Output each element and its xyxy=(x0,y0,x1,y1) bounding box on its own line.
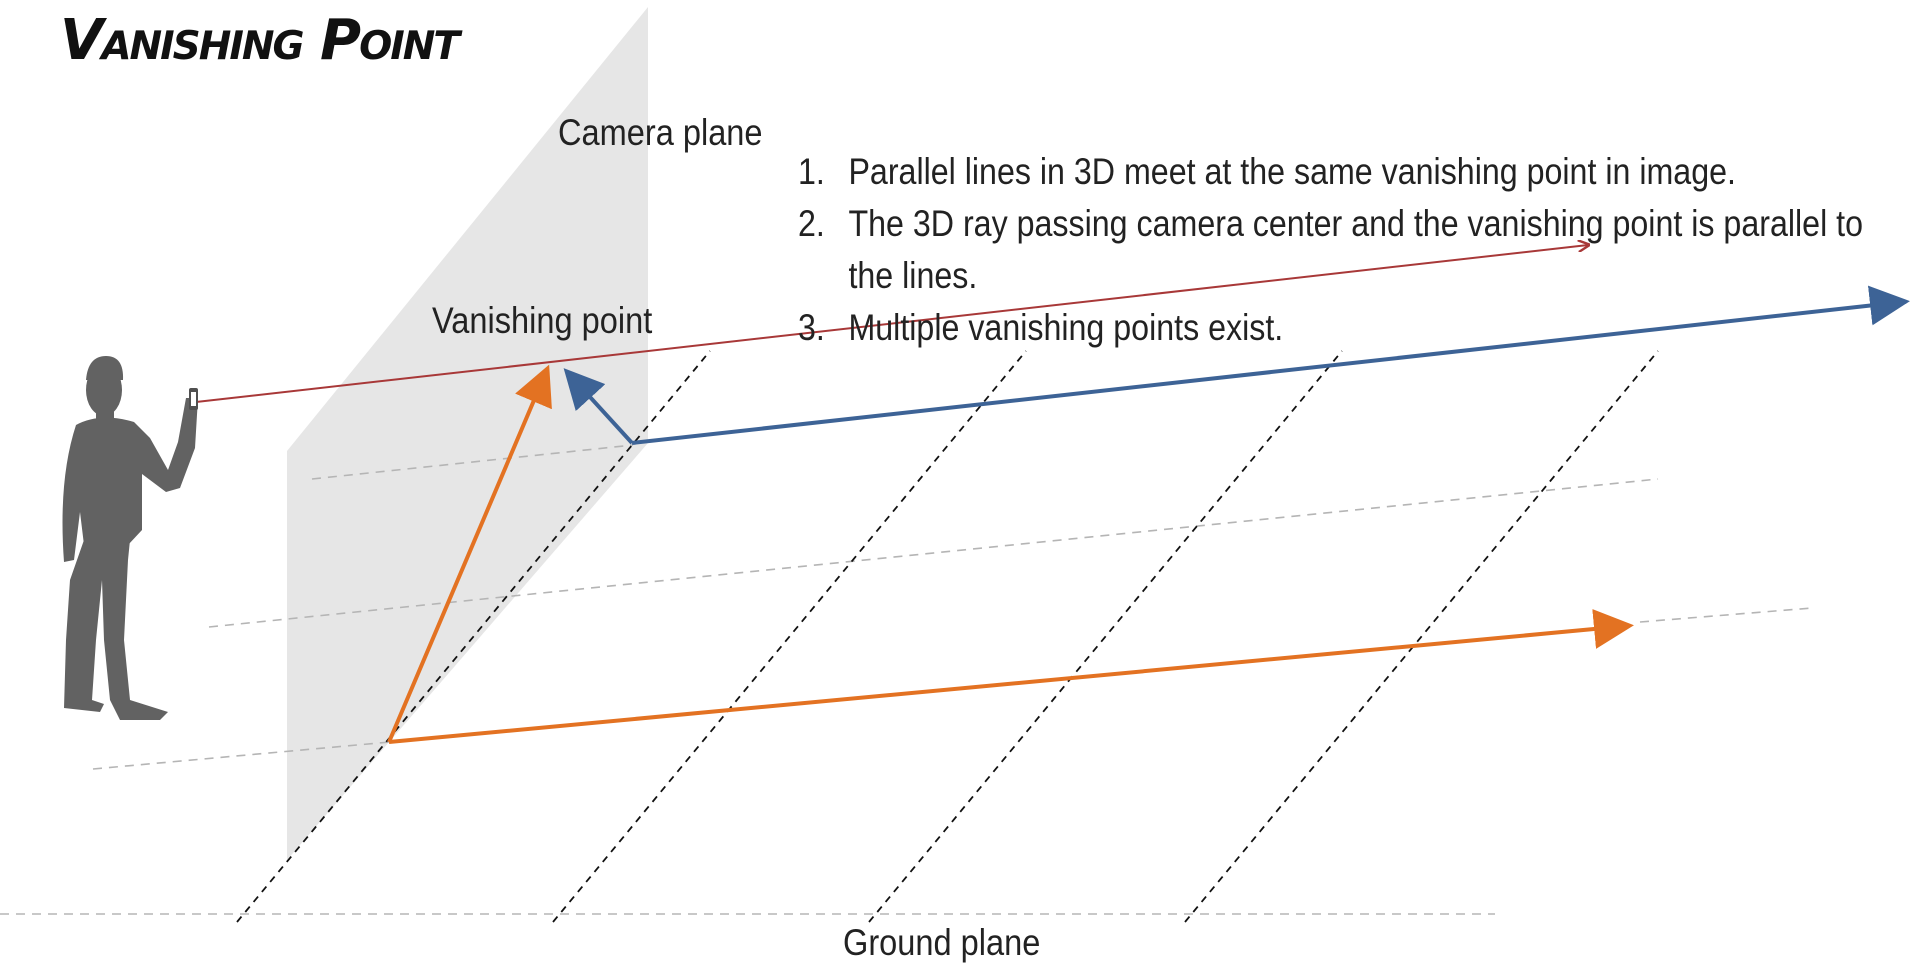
faint-line-2 xyxy=(208,478,1659,628)
faint-line-4 xyxy=(1639,607,1813,623)
sight-ray xyxy=(195,245,1588,403)
fact-number: 1. xyxy=(798,151,825,192)
fact-item: 2. The 3D ray passing camera center and … xyxy=(798,198,1877,302)
fact-number: 2. xyxy=(798,203,825,244)
orange-vanishing-arrow xyxy=(387,364,552,743)
page-title: Vanishing Point xyxy=(60,8,460,73)
fact-text: Multiple vanishing points exist. xyxy=(848,307,1284,348)
fact-item: 3. Multiple vanishing points exist. xyxy=(798,302,1877,354)
person-holding-phone-icon xyxy=(62,356,198,720)
blue-vanishing-arrow xyxy=(563,368,634,445)
faint-line-3 xyxy=(92,741,391,770)
grid-lines xyxy=(236,350,1659,923)
grid-line-2 xyxy=(552,350,1027,923)
orange-direction-arrow xyxy=(388,609,1634,744)
fact-text: Parallel lines in 3D meet at the same va… xyxy=(848,151,1736,192)
faint-ground-lines xyxy=(0,444,1813,915)
fact-text: The 3D ray passing camera center and the… xyxy=(848,203,1864,296)
faint-line-1 xyxy=(311,444,634,480)
grid-line-3 xyxy=(868,350,1343,923)
fact-number: 3. xyxy=(798,307,825,348)
grid-line-4 xyxy=(1184,350,1659,923)
grid-line-1 xyxy=(236,350,711,923)
vanishing-point-label: Vanishing point xyxy=(432,300,653,341)
facts-list: 1. Parallel lines in 3D meet at the same… xyxy=(798,146,1877,354)
camera-plane xyxy=(287,7,648,860)
camera-plane-label: Camera plane xyxy=(558,112,763,153)
fact-item: 1. Parallel lines in 3D meet at the same… xyxy=(798,146,1877,198)
ground-plane-label: Ground plane xyxy=(843,922,1041,963)
blue-direction-arrow xyxy=(631,285,1910,445)
